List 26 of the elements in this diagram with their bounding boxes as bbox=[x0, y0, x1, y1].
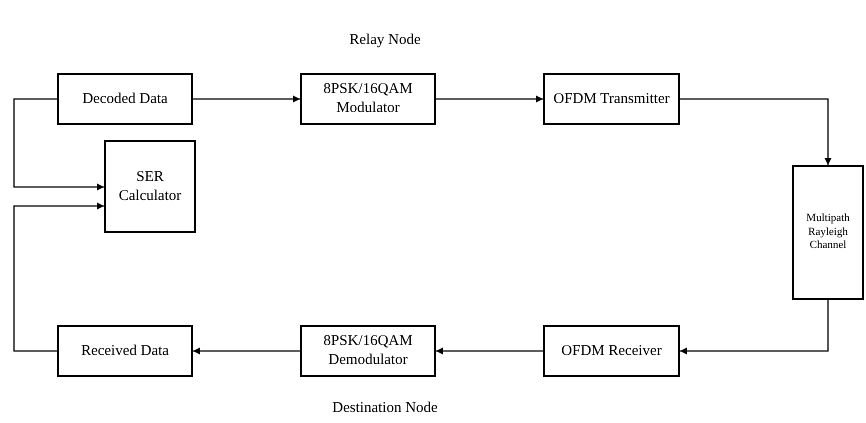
box-label: Decoded Data bbox=[81, 90, 169, 108]
process-box bbox=[792, 165, 864, 300]
arrow bbox=[193, 96, 300, 102]
process-box bbox=[543, 73, 680, 125]
arrow bbox=[680, 300, 829, 354]
box-label: 8PSK/16QAM Modulator bbox=[322, 80, 414, 118]
section-label: Destination Node bbox=[332, 400, 438, 417]
arrow bbox=[193, 348, 300, 354]
process-box bbox=[57, 325, 193, 377]
process-box bbox=[300, 73, 436, 125]
arrow bbox=[436, 96, 543, 102]
box-label: Multipath Rayleigh Channel bbox=[805, 212, 851, 254]
box-label: SER Calculator bbox=[118, 168, 182, 206]
arrow bbox=[680, 98, 832, 165]
process-box bbox=[104, 140, 196, 233]
arrow bbox=[13, 202, 104, 352]
box-label: Received Data bbox=[80, 342, 170, 360]
box-label: OFDM Receiver bbox=[560, 342, 663, 360]
box-label: 8PSK/16QAM Demodulator bbox=[322, 332, 414, 370]
process-box bbox=[57, 73, 193, 125]
arrow bbox=[13, 98, 104, 190]
process-box bbox=[300, 325, 436, 377]
section-label: Relay Node bbox=[349, 32, 421, 49]
arrow bbox=[436, 348, 543, 354]
process-box bbox=[543, 325, 680, 377]
box-label: OFDM Transmitter bbox=[552, 90, 671, 108]
